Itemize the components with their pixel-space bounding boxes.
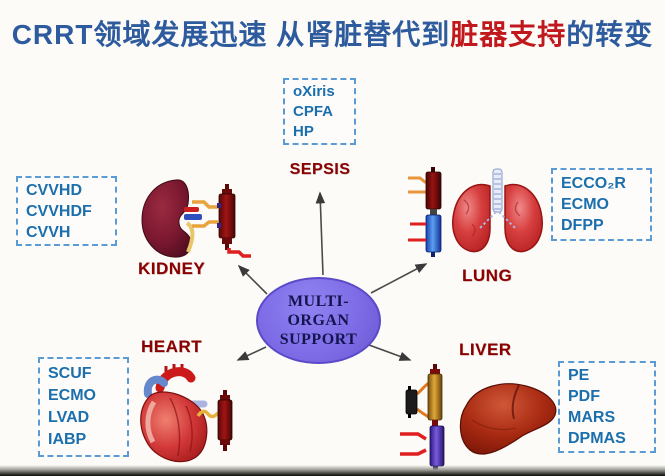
kidney-organ — [141, 179, 202, 258]
title-segment-blue-right: 的转变 — [566, 19, 654, 50]
heart-label: HEART — [141, 337, 203, 356]
therapy-item: LVAD — [48, 409, 90, 426]
therapy-item: MARS — [568, 409, 616, 426]
hemofilter-icon — [196, 390, 233, 451]
sepsis-therapy-box: oXiris CPFA HP — [283, 78, 356, 145]
slide-title: CRRT领域发展迅速 从肾脏替代到脏器支持的转变 — [0, 13, 665, 53]
lungs-organ — [452, 168, 543, 253]
therapy-item: ECMO — [48, 387, 96, 404]
adsorption-filter-train-icon — [400, 364, 445, 470]
hub-line1: MULTI-ORGAN — [287, 293, 350, 329]
bottom-shadow-strip — [0, 465, 665, 476]
liver-label: LIVER — [459, 340, 512, 359]
therapy-item: PE — [568, 367, 590, 384]
liver-icon — [400, 364, 557, 470]
therapy-item: CPFA — [293, 102, 334, 120]
liver-therapy-box: PE PDF MARS DPMAS — [558, 361, 656, 453]
arrow-to-liver — [368, 344, 412, 361]
therapy-item: DFPP — [561, 217, 604, 234]
therapy-item: ECCO₂R — [561, 175, 626, 192]
title-segment-red: 脏器支持 — [450, 19, 567, 50]
arrow-to-sepsis — [315, 191, 326, 276]
liver-organ — [459, 383, 557, 455]
kidney-icon — [141, 179, 251, 258]
therapy-item: oXiris — [293, 82, 335, 100]
therapy-item: SCUF — [48, 365, 92, 382]
therapy-item: IABP — [48, 431, 87, 448]
arrow-to-heart — [236, 346, 267, 361]
therapy-item: PDF — [568, 388, 600, 405]
therapy-item: ECMO — [561, 196, 609, 213]
lung-therapy-box: ECCO₂R ECMO DFPP — [551, 168, 652, 241]
therapy-item: DPMAS — [568, 430, 626, 447]
arrow-to-lung — [370, 263, 428, 294]
kidney-label: KIDNEY — [138, 259, 206, 278]
double-filter-icon — [408, 167, 442, 257]
therapy-item: HP — [293, 122, 314, 140]
multi-organ-support-hub: MULTI-ORGAN SUPPORT — [256, 277, 381, 364]
kidney-therapy-box: CVVHD CVVHDF CVVH — [16, 176, 117, 246]
heart-icon — [140, 364, 233, 463]
therapy-item: CVVH — [26, 223, 71, 241]
sepsis-label: SEPSIS — [289, 161, 351, 178]
therapy-item: CVVHDF — [26, 202, 92, 220]
therapy-item: CVVHD — [26, 181, 83, 199]
heart-organ — [140, 364, 208, 463]
title-segment-blue-left: CRRT领域发展迅速 从肾脏替代到 — [11, 19, 451, 50]
lung-label: LUNG — [462, 266, 513, 285]
hemofilter-icon — [192, 184, 251, 258]
arrow-to-kidney — [237, 264, 268, 295]
lung-icon — [408, 167, 543, 257]
heart-therapy-box: SCUF ECMO LVAD IABP — [38, 357, 129, 457]
hub-line2: SUPPORT — [279, 331, 358, 348]
